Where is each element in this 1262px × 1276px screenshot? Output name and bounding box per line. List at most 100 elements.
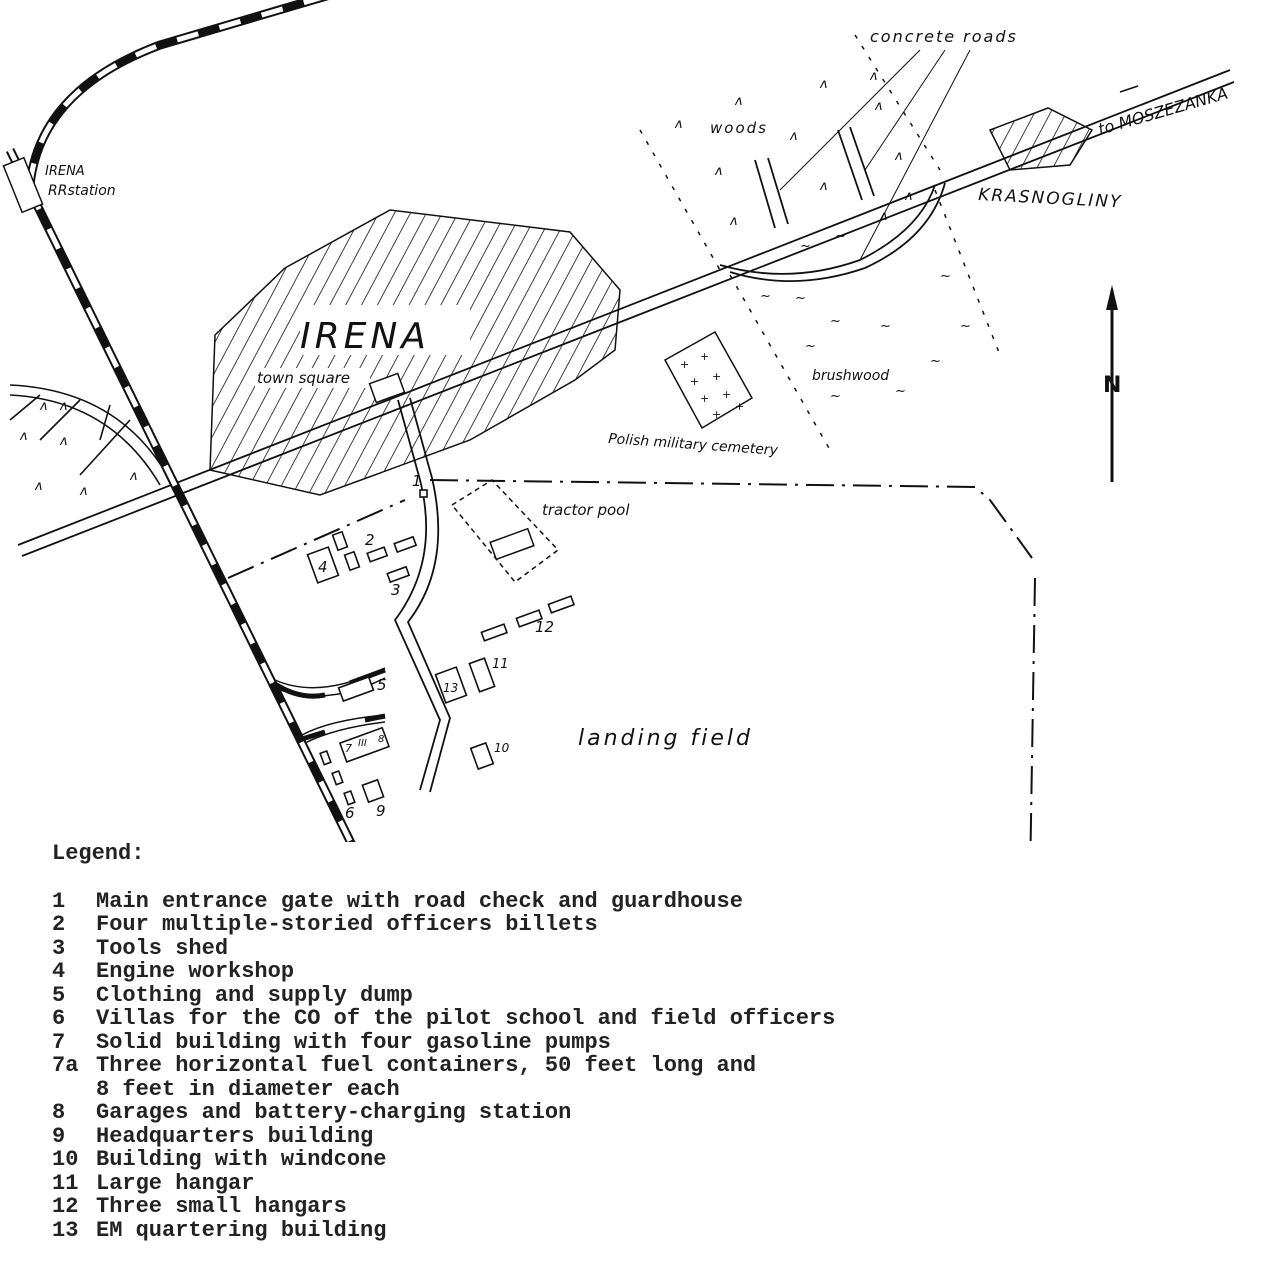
svg-text:+: +: [722, 388, 731, 401]
label-9: 9: [376, 802, 386, 820]
station-label: IRENA: [45, 164, 85, 179]
svg-text:ʌ: ʌ: [34, 479, 43, 494]
svg-text:+: +: [712, 370, 721, 383]
legend-item: 8 Garages and battery-charging station: [52, 1101, 835, 1125]
svg-text:ʌ: ʌ: [904, 189, 913, 204]
legend-key: 6: [52, 1006, 66, 1031]
svg-text:ʌ: ʌ: [59, 434, 68, 449]
station-label-2: RRstation: [48, 183, 116, 199]
grave-cross-icons: ++++++++: [680, 350, 744, 421]
legend-key: 8: [52, 1100, 66, 1125]
building-1-gate: [419, 489, 428, 498]
building-6-villa: [319, 749, 332, 766]
legend-key: 10: [52, 1147, 79, 1172]
legend-text: Main entrance gate with road check and g…: [96, 888, 743, 914]
legend-item: 6 Villas for the CO of the pilot school a…: [52, 1007, 835, 1031]
railway-station: [2, 156, 44, 214]
legend-key: 7a: [52, 1053, 79, 1078]
label-10: 10: [494, 741, 510, 755]
svg-text:~: ~: [835, 229, 846, 244]
building-4-engine-workshop: [306, 546, 340, 584]
legend-text: Villas for the CO of the pilot school an…: [96, 1006, 836, 1031]
svg-text:~: ~: [760, 289, 771, 304]
label-11: 11: [492, 657, 509, 672]
building-2-billet: [366, 546, 389, 563]
legend-key: [52, 1078, 96, 1102]
airfield-perimeter: [227, 479, 1036, 842]
building-11-large-hangar: [468, 657, 496, 693]
svg-text:~: ~: [830, 314, 841, 329]
svg-text:ʌ: ʌ: [674, 117, 683, 132]
north-label: N: [1103, 373, 1121, 398]
legend-item: 5 Clothing and supply dump: [52, 982, 835, 1008]
airfield-map: IRENA town square KRASNOGLINY to MOSZEZA…: [2, 0, 1235, 842]
building-12-small-hangar: [515, 609, 544, 628]
legend-text: Four multiple-storied officers billets: [96, 912, 598, 937]
svg-text:ʌ: ʌ: [869, 69, 878, 84]
svg-text:~: ~: [930, 354, 941, 369]
legend-item: 7a Three horizontal fuel containers, 50 f…: [52, 1054, 835, 1078]
svg-text:ʌ: ʌ: [819, 179, 828, 194]
label-7a: III: [358, 738, 367, 749]
krasnogliny-village-area: [988, 107, 1094, 171]
svg-text:ʌ: ʌ: [894, 149, 903, 164]
building-13-em-quarters: [434, 666, 468, 704]
svg-text:ʌ: ʌ: [19, 429, 28, 444]
svg-text:ʌ: ʌ: [714, 164, 723, 179]
label-5: 5: [377, 676, 387, 694]
legend-key: 12: [52, 1194, 79, 1219]
building-10-windcone: [469, 741, 495, 771]
woods-label: woods: [710, 119, 768, 137]
building-6-villa: [343, 789, 356, 806]
building-7-8-fuel-garages: [338, 726, 391, 763]
svg-text:+: +: [700, 392, 709, 405]
svg-text:ʌ: ʌ: [129, 469, 138, 484]
svg-text:ʌ: ʌ: [874, 99, 883, 114]
north-arrow-icon: [1106, 285, 1118, 482]
label-1: 1: [412, 472, 422, 490]
label-4: 4: [318, 558, 328, 576]
legend-key: 4: [52, 959, 66, 984]
svg-text:ʌ: ʌ: [819, 77, 828, 92]
tractor-pool-building: [489, 527, 535, 561]
building-2-billet: [393, 535, 418, 554]
building-6-villa: [331, 769, 344, 786]
label-7: 7: [345, 742, 352, 755]
brushwood-label: brushwood: [812, 368, 889, 384]
legend-text: Clothing and supply dump: [96, 982, 413, 1008]
legend-item: 13 EM quartering building: [52, 1217, 835, 1243]
legend-key: 5: [52, 982, 66, 1008]
building-9-headquarters: [361, 778, 385, 804]
legend-text: 8 feet in diameter each: [96, 1076, 400, 1102]
left-roads: [9, 384, 171, 486]
building-12-small-hangar: [480, 623, 509, 642]
svg-text:~: ~: [940, 269, 951, 284]
tractor-pool-label: tractor pool: [542, 501, 630, 519]
town-label: IRENA: [300, 316, 430, 357]
legend-key: 13: [52, 1217, 79, 1243]
legend-text: Garages and battery-charging station: [96, 1100, 572, 1125]
label-6: 6: [345, 804, 355, 822]
label-3: 3: [391, 581, 401, 599]
label-2: 2: [365, 531, 375, 549]
svg-text:~: ~: [795, 291, 806, 306]
svg-text:~: ~: [805, 339, 816, 354]
svg-text:+: +: [735, 400, 744, 413]
legend-text: Headquarters building: [96, 1123, 374, 1149]
legend-text: Three horizontal fuel containers, 50 fee…: [96, 1053, 757, 1078]
legend-text: Tools shed: [96, 935, 229, 961]
svg-text:ʌ: ʌ: [79, 484, 88, 499]
legend-text: EM quartering building: [96, 1217, 387, 1243]
legend-key: 2: [52, 912, 66, 937]
town-square-label: town square: [257, 369, 350, 387]
legend-key: 7: [52, 1029, 66, 1055]
railway: [5, 0, 356, 842]
legend-item: 2 Four multiple-storied officers billets: [52, 913, 835, 937]
